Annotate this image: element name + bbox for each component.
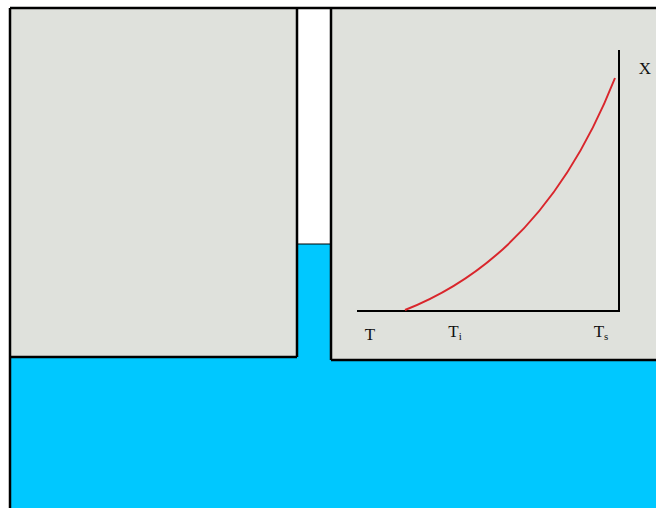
y-axis bbox=[618, 50, 620, 312]
left-block bbox=[10, 8, 297, 357]
meniscus bbox=[297, 244, 331, 245]
axis-label: T bbox=[365, 326, 375, 343]
right-block-bottom bbox=[331, 359, 656, 362]
axis-label: Ti bbox=[448, 323, 461, 342]
right-block bbox=[331, 8, 656, 360]
axis-label: Ts bbox=[594, 323, 609, 342]
curve bbox=[405, 78, 615, 310]
x-axis bbox=[357, 310, 620, 312]
left-block-bottom bbox=[10, 356, 297, 359]
tube-wall bbox=[296, 8, 299, 357]
left-edge bbox=[9, 8, 12, 508]
top-edge bbox=[10, 7, 656, 10]
tube-wall bbox=[330, 8, 333, 360]
axis-label: X bbox=[639, 60, 651, 77]
